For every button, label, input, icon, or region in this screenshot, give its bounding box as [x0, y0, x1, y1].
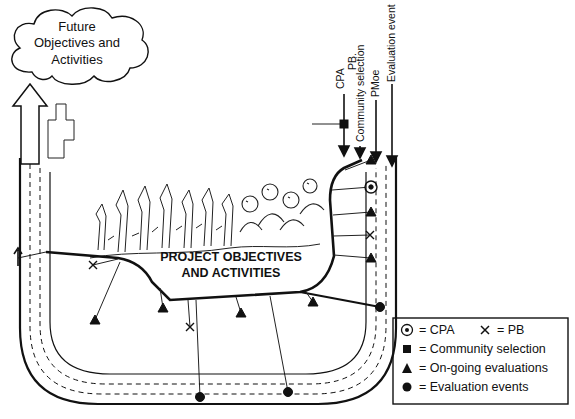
arrow-head	[355, 148, 365, 158]
cloud-node: Future Objectives and Activities	[2, 2, 152, 88]
person-head	[283, 192, 299, 208]
triangle-symbol	[402, 363, 412, 373]
ongoing-evaluation-triangle	[366, 253, 376, 262]
legend-text: = Evaluation events	[419, 380, 528, 394]
outline-path	[40, 168, 376, 384]
tree	[96, 204, 106, 250]
stepped-arrow	[48, 104, 74, 158]
stepped-arrow-shape	[48, 104, 74, 158]
legend-text: = Community selection	[419, 342, 546, 356]
legend-text: = CPA	[419, 323, 455, 337]
arrow-shaft	[375, 100, 377, 156]
cross-symbol	[481, 326, 489, 334]
legend-sample	[400, 342, 414, 356]
tree	[138, 186, 150, 250]
ongoing-evaluation-triangle	[158, 303, 168, 312]
legend-sample	[400, 361, 414, 375]
node-text: Future Objectives and Activities	[28, 19, 126, 68]
evaluation-event-dot	[284, 388, 293, 397]
vertical-label: Community selection	[354, 45, 366, 142]
community-selection-square	[340, 120, 348, 128]
project-boundary	[46, 160, 380, 307]
ongoing-evaluation-triangle	[90, 315, 100, 324]
legend-sample	[478, 323, 492, 337]
outline-path	[50, 172, 366, 374]
node-text: PROJECT OBJECTIVES AND ACTIVITIES	[146, 250, 316, 281]
person-faces	[246, 183, 309, 202]
person-head	[262, 184, 278, 200]
outline-path	[12, 8, 148, 84]
leader-line	[18, 124, 371, 397]
target-center	[405, 328, 409, 332]
ongoing-evaluation-triangle	[366, 207, 376, 216]
ongoing-evaluation-triangle	[366, 155, 376, 164]
project-boundary-line	[46, 160, 362, 300]
down-arrows	[339, 84, 397, 166]
legend-entry: = CPA	[400, 323, 455, 337]
legend-entry: = PB	[478, 323, 524, 337]
evaluation-event-dot	[376, 303, 385, 312]
legend-entry: = Community selection	[400, 342, 546, 356]
legend-text: = On-going evaluations	[419, 361, 548, 375]
forest-illustration	[90, 184, 320, 258]
evaluation-symbols	[14, 120, 385, 402]
vertical-label: PMoe	[369, 70, 381, 97]
cpa-target	[365, 181, 377, 193]
foliage-strokes	[108, 224, 222, 240]
legend-text: = PB	[497, 323, 524, 337]
tree	[202, 188, 213, 246]
person-head	[303, 179, 317, 193]
target-ring	[402, 325, 413, 336]
square-symbol	[403, 345, 411, 353]
legend-sample	[400, 323, 414, 337]
outline-path	[20, 158, 396, 404]
legend-box	[393, 318, 568, 404]
leader-lines	[18, 124, 371, 397]
hollow-arrow-connector	[13, 84, 47, 164]
people-illustration	[240, 179, 324, 232]
node-outline	[18, 158, 398, 406]
vertical-label: CPA	[334, 68, 346, 89]
legend-entry: = On-going evaluations	[400, 361, 548, 375]
tree	[222, 194, 233, 246]
person-head	[242, 196, 258, 212]
dot-symbol	[403, 383, 412, 392]
tree	[116, 190, 128, 252]
tree	[160, 184, 172, 248]
outline-path	[30, 164, 386, 394]
legend-entry: = Evaluation events	[400, 380, 528, 394]
ongoing-evaluation-triangle	[236, 308, 246, 317]
ongoing-evaluation-triangle	[308, 297, 318, 306]
cpa-target-center	[369, 185, 373, 189]
vertical-label: Evaluation event	[385, 4, 397, 82]
project-boundary-line	[300, 292, 380, 307]
pb-cross	[89, 231, 374, 331]
tree	[182, 190, 193, 248]
arrow-head	[339, 146, 349, 156]
legend-sample	[400, 380, 414, 394]
person-bodies	[240, 204, 324, 232]
arrow-shaft	[391, 84, 393, 160]
u-loop-node: PROJECT OBJECTIVES AND ACTIVITIES	[18, 158, 398, 406]
